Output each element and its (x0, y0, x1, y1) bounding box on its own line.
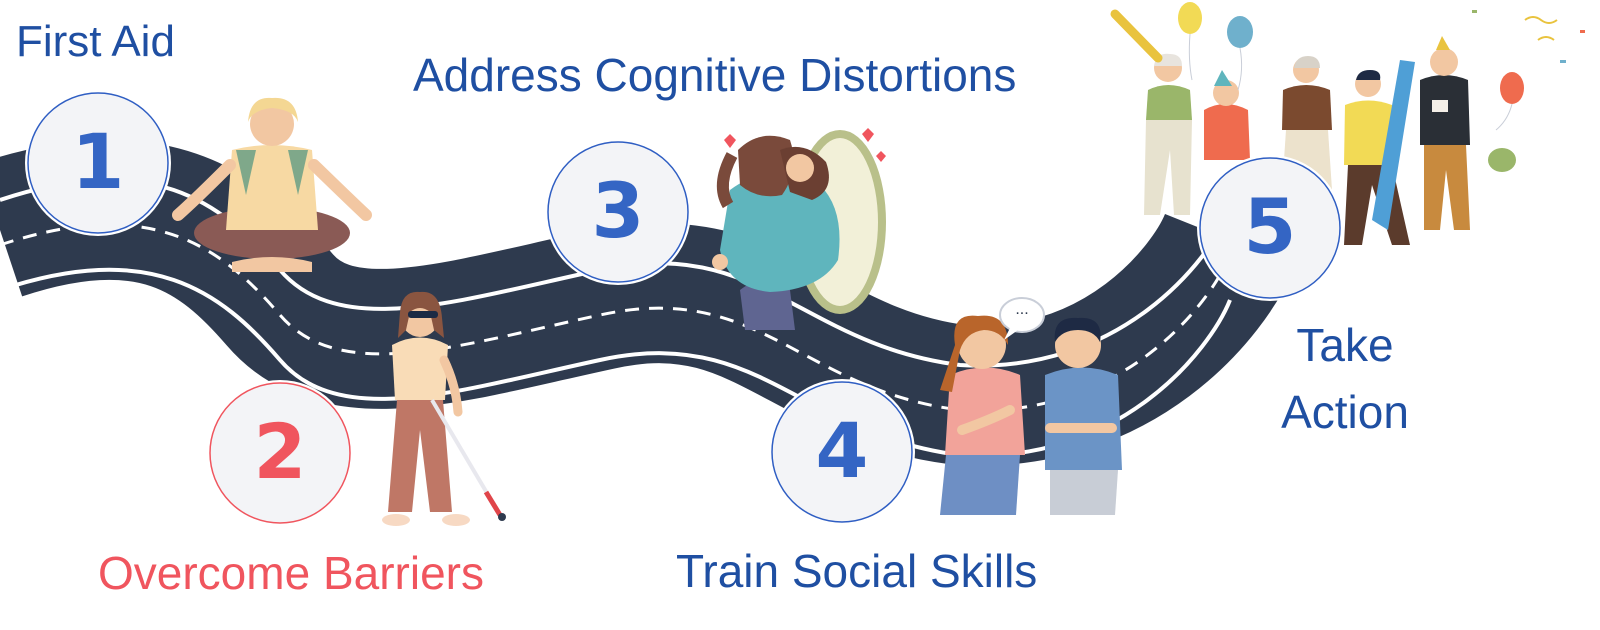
step-label-address-cognitive-distortions: Address Cognitive Distortions (413, 49, 1017, 101)
person-with-white-cane-illustration (382, 291, 506, 526)
step-number-3: 3 (591, 166, 645, 255)
balloon-red (1500, 72, 1524, 104)
step-circle-4 (769, 379, 915, 525)
step-number-5: 5 (1243, 182, 1297, 271)
balloon-yellow (1178, 2, 1202, 34)
step-number-4: 4 (815, 406, 869, 495)
step-circle-2 (207, 380, 353, 526)
hugging-mirror-illustration (712, 128, 886, 330)
step-label-take-action-line2: Action (1281, 386, 1409, 438)
step-label-overcome-barriers: Overcome Barriers (98, 547, 484, 599)
two-people-talking-illustration (940, 297, 1122, 515)
step-circle-5 (1197, 155, 1343, 301)
step-circle-3 (545, 139, 691, 285)
balloon-green (1488, 148, 1516, 172)
step-number-2: 2 (253, 407, 307, 496)
step-label-take-action-line1: Take (1296, 319, 1394, 371)
balloon-teal (1227, 16, 1253, 48)
meditating-person-illustration (172, 97, 372, 272)
step-number-1: 1 (71, 117, 125, 206)
celebrating-crowd-illustration (1110, 2, 1585, 245)
step-label-first-aid: First Aid (16, 17, 175, 66)
step-circle-1 (25, 90, 171, 236)
speech-bubble-dots: ... (1015, 301, 1029, 318)
step-label-train-social-skills: Train Social Skills (676, 545, 1038, 597)
